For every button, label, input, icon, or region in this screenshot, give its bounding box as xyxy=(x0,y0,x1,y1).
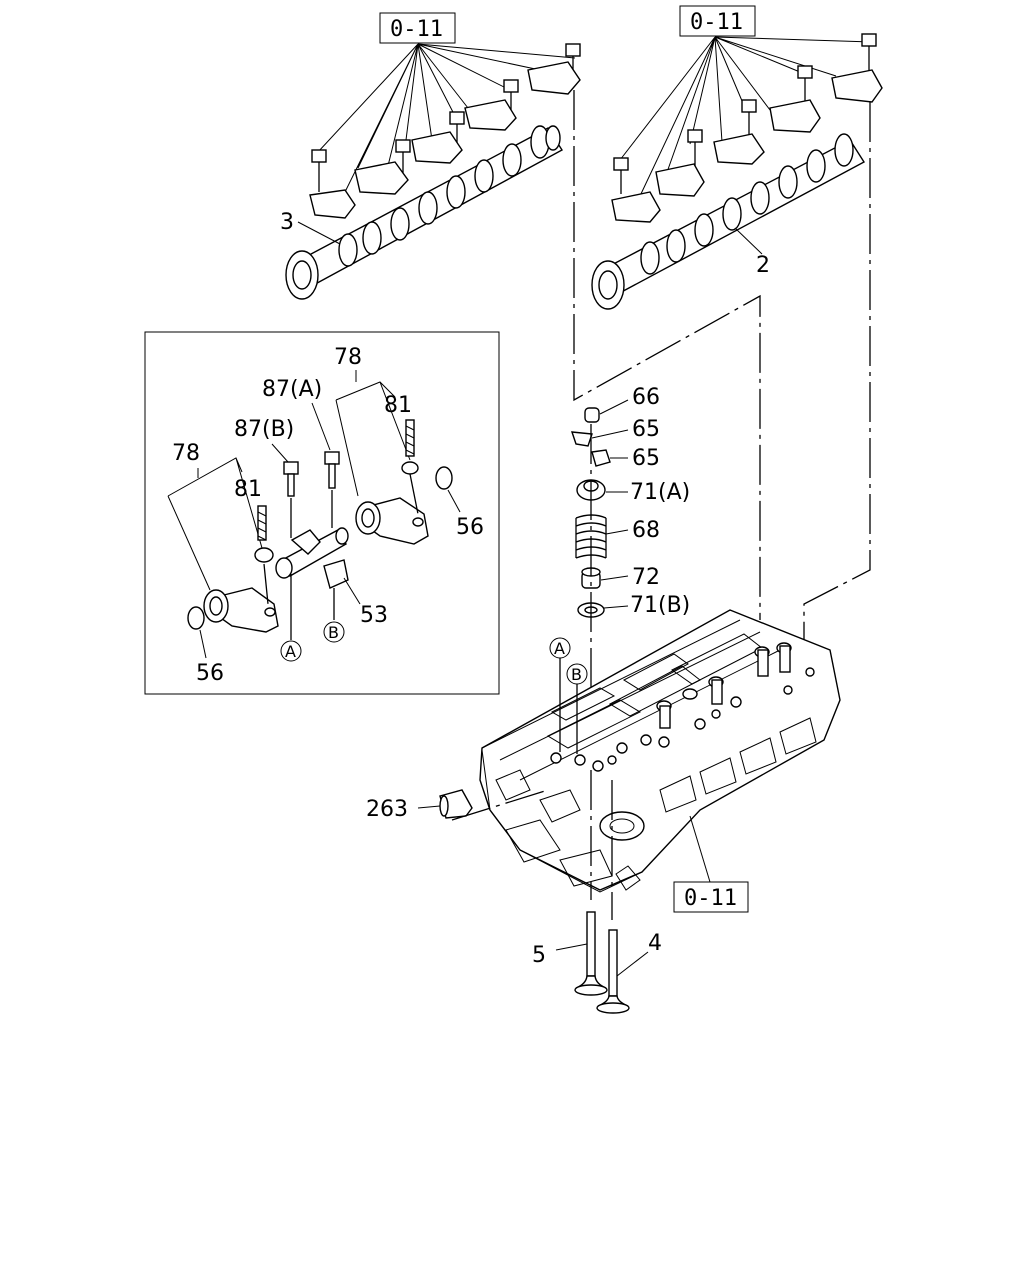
ref-box-top-left xyxy=(379,12,456,44)
label-65-a: 65 xyxy=(632,417,660,442)
bearing-cap xyxy=(611,191,661,223)
bearing-cap xyxy=(713,133,765,165)
bolt xyxy=(797,65,813,102)
inset-rocker-detail: 78 87(A) 81 87(B) 78 81 xyxy=(144,331,500,695)
bearing-cap xyxy=(527,61,581,95)
rocker-shaft-53 xyxy=(275,527,349,589)
part-263-plug xyxy=(439,789,473,819)
ref-box-bottom xyxy=(673,881,749,913)
camshaft-left-group: 0-11 xyxy=(280,12,581,300)
ref-box-top-right xyxy=(679,5,756,37)
valve-5 xyxy=(574,911,608,996)
bolt-87b xyxy=(283,461,299,497)
o-ring-56-left xyxy=(187,606,205,630)
marker-b-inset-label: B xyxy=(328,623,339,642)
label-81-top: 81 xyxy=(384,393,412,418)
label-56-right: 56 xyxy=(456,515,484,540)
bearing-cap xyxy=(354,161,409,195)
label-66: 66 xyxy=(632,385,660,410)
label-87a: 87(A) xyxy=(262,377,322,402)
valve-4 xyxy=(596,929,630,1014)
inset-frame xyxy=(144,331,500,695)
bolt xyxy=(741,99,757,138)
bearing-cap xyxy=(464,99,517,131)
marker-a-inset-label: A xyxy=(285,642,296,661)
label-68: 68 xyxy=(632,518,660,543)
label-5: 5 xyxy=(532,943,546,968)
screw-81-top xyxy=(401,419,419,475)
bearing-cap xyxy=(655,163,705,197)
bolt xyxy=(687,129,703,168)
label-3: 3 xyxy=(280,210,294,235)
bearing-cap xyxy=(769,99,821,133)
bearing-cap xyxy=(411,131,463,164)
rocker-arm-right xyxy=(355,497,429,545)
ref-bottom: 0-11 xyxy=(684,886,737,911)
marker-b-inset xyxy=(323,621,345,643)
label-78-top: 78 xyxy=(334,345,362,370)
camshaft-right-group: 0-11 xyxy=(591,5,883,310)
bolt xyxy=(503,79,519,118)
label-263: 263 xyxy=(366,797,408,822)
part-65-keeper xyxy=(570,431,593,447)
label-56-left: 56 xyxy=(196,661,224,686)
label-78-left: 78 xyxy=(172,441,200,466)
camshaft-2 xyxy=(591,133,865,310)
bearing-cap xyxy=(831,69,883,103)
label-71b: 71(B) xyxy=(630,593,690,618)
part-66-cap xyxy=(584,407,600,423)
part-65-keeper-2 xyxy=(591,449,611,467)
o-ring-56-right xyxy=(435,466,453,490)
screw-81-left xyxy=(254,505,274,563)
bearing-cap xyxy=(309,189,356,219)
label-2: 2 xyxy=(756,253,770,278)
rocker-arm-left xyxy=(203,587,279,633)
label-4: 4 xyxy=(648,931,662,956)
label-53: 53 xyxy=(360,603,388,628)
ref-top-right: 0-11 xyxy=(690,10,743,35)
label-72: 72 xyxy=(632,565,660,590)
bolt xyxy=(311,149,327,192)
label-65-b: 65 xyxy=(632,446,660,471)
camshaft-3 xyxy=(285,125,563,300)
marker-a-head-label: A xyxy=(554,639,565,658)
bolt xyxy=(613,157,629,194)
label-87b: 87(B) xyxy=(234,417,294,442)
label-81-left: 81 xyxy=(234,477,262,502)
bolt-87a xyxy=(324,451,340,489)
label-71a: 71(A) xyxy=(630,480,690,505)
marker-a-inset xyxy=(280,640,302,662)
valve-components: 66 65 65 71(A) 68 72 71(B) xyxy=(570,385,690,760)
ref-top-left: 0-11 xyxy=(390,17,443,42)
cylinder-head xyxy=(479,609,841,893)
head-holes xyxy=(550,667,815,772)
bolt xyxy=(861,33,877,72)
lifter-bores xyxy=(656,642,792,729)
marker-b-head-label: B xyxy=(571,665,582,684)
cam-seal-bore xyxy=(599,811,645,841)
